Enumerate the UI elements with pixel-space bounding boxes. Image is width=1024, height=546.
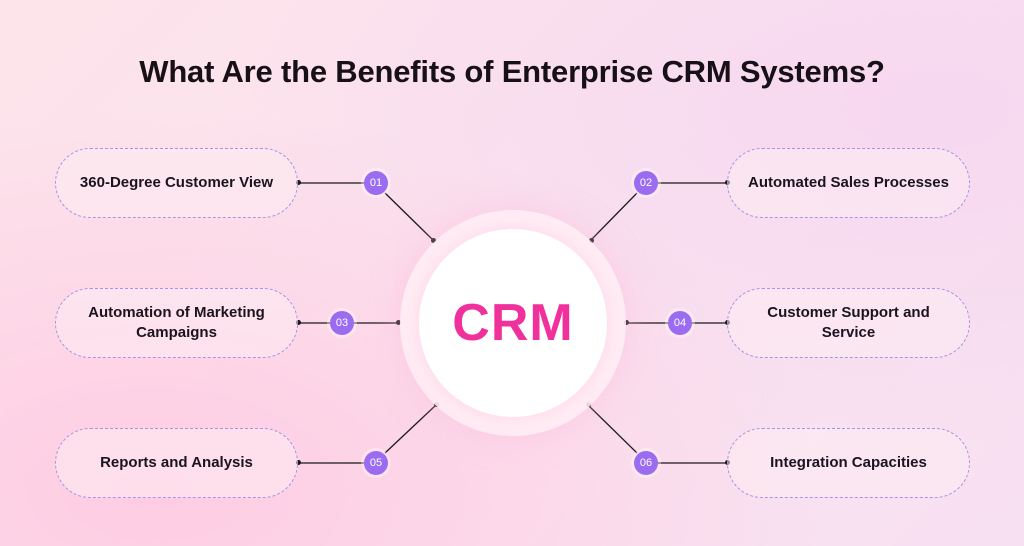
- benefit-label: Automated Sales Processes: [748, 174, 949, 191]
- connector-01-diagonal: [384, 192, 434, 241]
- number-badge-02: 02: [634, 171, 658, 195]
- benefit-box-01: 360-Degree Customer View: [55, 148, 298, 218]
- connector-dot: [624, 320, 629, 325]
- connector-dot: [296, 460, 301, 465]
- benefit-label: Automation of Marketing Campaigns: [88, 304, 265, 341]
- benefit-box-04: Customer Support and Service: [727, 288, 970, 358]
- benefit-label: Customer Support and Service: [767, 304, 930, 341]
- connector-dot: [589, 238, 594, 243]
- benefit-label: 360-Degree Customer View: [79, 174, 274, 191]
- connector-dot: [296, 320, 301, 325]
- connector-dot: [396, 320, 401, 325]
- connector-05-diagonal: [384, 404, 437, 454]
- benefit-box-03: Automation of Marketing Campaigns: [55, 288, 298, 358]
- benefit-box-06: Integration Capacities: [727, 428, 970, 498]
- benefit-box-05: Reports and Analysis: [55, 428, 298, 498]
- benefit-box-02: Automated Sales Processes: [727, 148, 970, 218]
- number-badge-04: 04: [668, 311, 692, 335]
- connector-dot: [296, 180, 301, 185]
- page-title: What Are the Benefits of Enterprise CRM …: [139, 54, 885, 89]
- crm-label: CRM: [452, 294, 574, 352]
- connector-dot: [431, 238, 436, 243]
- crm-center-circle: CRM: [419, 229, 607, 417]
- number-badge-03: 03: [330, 311, 354, 335]
- number-badge-05: 05: [364, 451, 388, 475]
- connector-06-diagonal: [587, 404, 638, 454]
- benefit-label: Integration Capacities: [770, 454, 927, 471]
- number-badge-06: 06: [634, 451, 658, 475]
- benefit-label: Reports and Analysis: [100, 454, 253, 471]
- number-badge-01: 01: [364, 171, 388, 195]
- connector-02-diagonal: [590, 192, 638, 241]
